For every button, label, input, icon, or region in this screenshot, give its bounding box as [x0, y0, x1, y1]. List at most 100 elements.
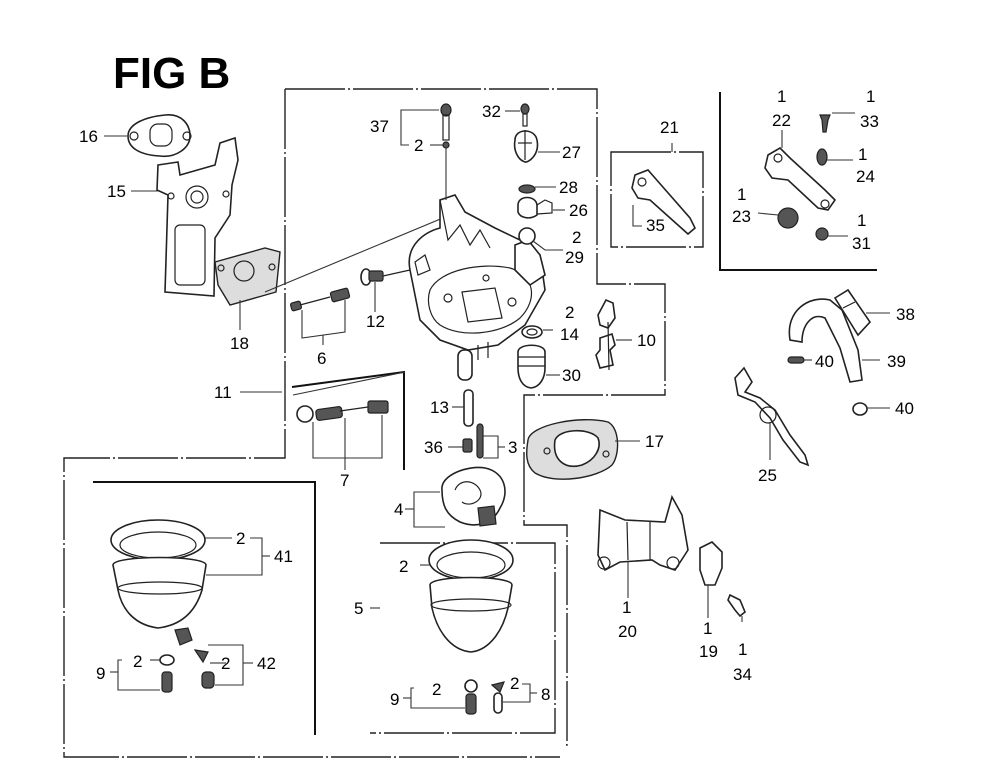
part-6-pilot-screw[interactable] [289, 287, 351, 345]
part-31-nut[interactable] [815, 227, 848, 241]
part-27-cap[interactable] [513, 130, 560, 163]
part-13-main-jet[interactable] [452, 389, 474, 427]
part-23-spring[interactable] [757, 207, 799, 229]
part-7-screw-set[interactable] [296, 400, 389, 470]
part-38-hose[interactable] [833, 288, 890, 337]
frame-bowl-alt [93, 481, 316, 735]
label-37: 37 [370, 117, 389, 136]
part-22-throttle-lever[interactable] [764, 130, 837, 211]
label-20-qty: 1 [622, 598, 631, 617]
label-23-qty: 1 [737, 185, 746, 204]
part-19-clamp[interactable] [699, 541, 723, 618]
label-37-qty: 2 [414, 136, 423, 155]
label-39: 39 [887, 352, 906, 371]
part-42-drain-bolt[interactable] [193, 644, 253, 689]
part-8-drain-bolt[interactable] [490, 681, 537, 714]
label-32: 32 [482, 102, 501, 121]
part-34-bolt[interactable] [727, 593, 746, 622]
label-41-qty: 2 [236, 529, 245, 548]
label-9-alt: 9 [96, 664, 105, 683]
label-17: 17 [645, 432, 664, 451]
label-33-qty: 1 [866, 87, 875, 106]
label-25: 25 [758, 466, 777, 485]
label-24: 24 [856, 167, 875, 186]
label-12: 12 [366, 312, 385, 331]
part-16-gasket[interactable] [104, 114, 192, 158]
label-18: 18 [230, 334, 249, 353]
label-31: 31 [852, 234, 871, 253]
label-5-qty: 2 [399, 557, 408, 576]
part-25-fuel-line[interactable] [734, 366, 810, 467]
part-37-screw[interactable] [400, 103, 452, 200]
frame-lever-21 [610, 151, 704, 248]
part-40-clip-a[interactable] [787, 356, 812, 364]
part-18-insulator-gasket[interactable] [214, 247, 281, 330]
label-35: 35 [646, 216, 665, 235]
part-26-valve[interactable] [517, 196, 565, 219]
label-33: 33 [860, 112, 879, 131]
label-29: 29 [565, 248, 584, 267]
part-15-bracket[interactable] [131, 136, 239, 297]
part-9-drain-screw-alt[interactable] [110, 654, 175, 693]
label-38: 38 [896, 305, 915, 324]
part-36-jet[interactable] [448, 438, 473, 453]
label-23: 23 [732, 207, 751, 226]
assembly-line [264, 214, 451, 293]
part-3-needle[interactable] [476, 423, 505, 459]
label-40-a: 40 [815, 352, 834, 371]
part-20-bracket[interactable] [597, 494, 689, 598]
part-10-float-pin[interactable] [595, 298, 632, 371]
part-labels: 16 15 18 11 6 12 7 37 2 32 27 28 26 2 29… [79, 87, 915, 709]
label-3: 3 [508, 438, 517, 457]
part-28-spring[interactable] [518, 184, 556, 194]
label-19-qty: 1 [703, 619, 712, 638]
label-30: 30 [562, 366, 581, 385]
part-24-collar[interactable] [816, 148, 853, 166]
label-13: 13 [430, 398, 449, 417]
label-19: 19 [699, 642, 718, 661]
assembly-line [292, 371, 406, 396]
part-41-float-chamber[interactable] [110, 519, 270, 646]
part-30-float-valve-seat[interactable] [517, 344, 560, 389]
label-9-qty: 2 [432, 680, 441, 699]
part-33-screw[interactable] [819, 112, 855, 133]
label-20: 20 [618, 622, 637, 641]
frame-carburetor-assembly [63, 88, 666, 758]
part-14-gasket[interactable] [521, 325, 553, 339]
label-26: 26 [569, 201, 588, 220]
part-17-gasket[interactable] [525, 419, 640, 480]
frame-throttle-group [719, 92, 877, 271]
part-29-seat[interactable] [518, 227, 563, 251]
part-32-screw[interactable] [505, 103, 530, 127]
label-8: 8 [541, 685, 550, 704]
label-28: 28 [559, 178, 578, 197]
carburetor-body[interactable] [408, 194, 546, 381]
part-40-clip-b[interactable] [852, 402, 890, 416]
label-34-qty: 1 [738, 640, 747, 659]
label-10: 10 [637, 331, 656, 350]
label-4: 4 [394, 500, 403, 519]
part-39-hose[interactable] [788, 298, 880, 383]
part-4-float[interactable] [405, 466, 506, 528]
label-29-qty: 2 [572, 228, 581, 247]
figure-title: FIG B [113, 49, 231, 98]
label-9: 9 [390, 690, 399, 709]
label-42: 42 [257, 654, 276, 673]
part-5-float-chamber[interactable] [370, 539, 514, 653]
label-11: 11 [214, 383, 232, 402]
label-9-alt-qty: 2 [133, 652, 142, 671]
part-21-choke-lever[interactable] [631, 143, 696, 236]
label-14: 14 [560, 325, 579, 344]
label-8-qty: 2 [510, 674, 519, 693]
label-31-qty: 1 [857, 211, 866, 230]
label-42-qty: 2 [221, 654, 230, 673]
label-22: 22 [772, 111, 791, 130]
label-14-qty: 2 [565, 303, 574, 322]
label-27: 27 [562, 143, 581, 162]
label-21: 21 [660, 118, 679, 137]
part-12-throttle-stop-screw[interactable] [360, 268, 411, 312]
label-22-qty: 1 [777, 87, 786, 106]
label-5: 5 [354, 599, 363, 618]
part-9-drain-screw[interactable] [403, 679, 478, 715]
